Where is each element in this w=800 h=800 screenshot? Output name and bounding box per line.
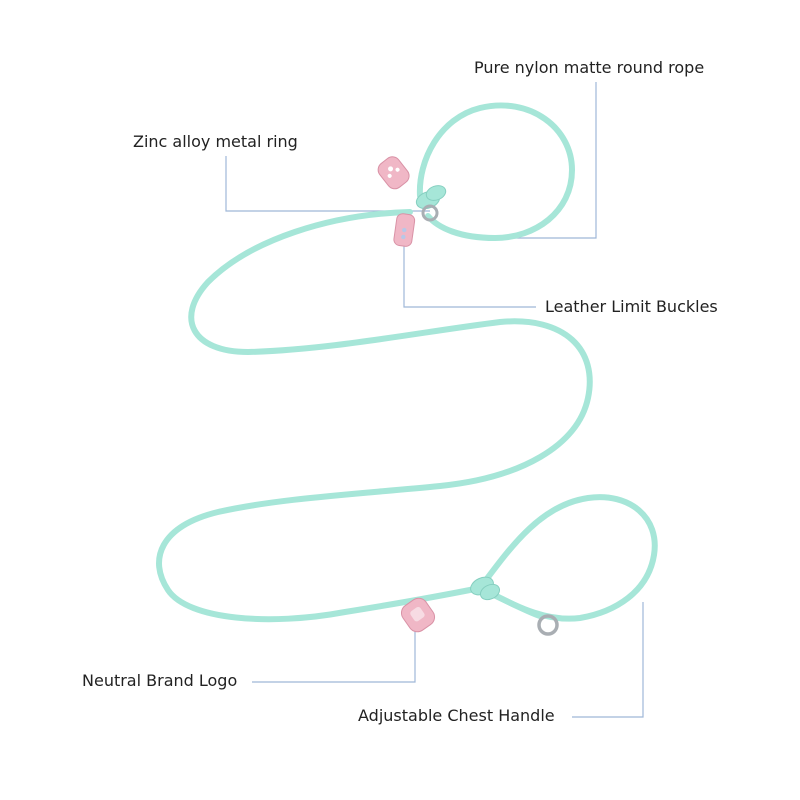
brand-logo-tab <box>400 597 436 633</box>
upper-metal-ring <box>421 204 439 222</box>
callout-ring: Zinc alloy metal ring <box>133 132 298 151</box>
callout-buckle: Leather Limit Buckles <box>545 297 718 316</box>
upper-loop-rope <box>416 102 575 241</box>
upper-knot <box>415 185 447 210</box>
lower-loop-rope <box>477 494 658 622</box>
callout-handle: Adjustable Chest Handle <box>358 706 555 725</box>
callout-line-logo <box>252 628 416 683</box>
callout-logo: Neutral Brand Logo <box>82 671 238 690</box>
callout-line-ring <box>225 156 430 212</box>
upper-leather-stopper <box>377 156 410 190</box>
main-rope <box>156 209 593 623</box>
callout-line-handle <box>572 602 644 718</box>
lower-metal-ring <box>537 614 559 636</box>
leather-limit-buckle <box>393 213 416 247</box>
ring-strand <box>489 591 543 619</box>
callout-line-buckle <box>403 246 536 308</box>
callout-line-rope <box>505 82 597 239</box>
lower-knot <box>470 576 501 601</box>
callout-rope: Pure nylon matte round rope <box>474 58 705 77</box>
